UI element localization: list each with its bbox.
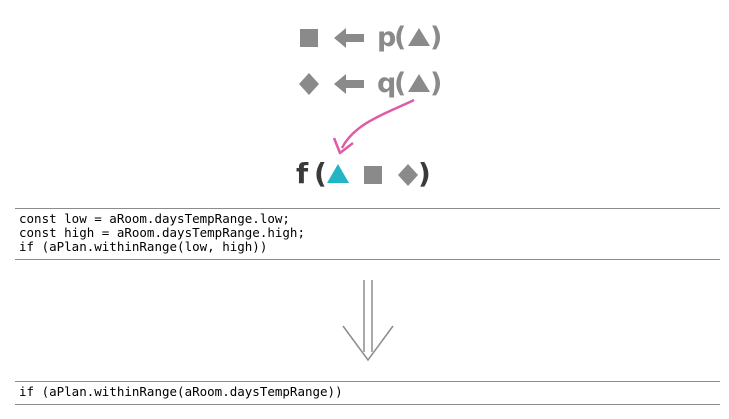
left-arrow-icon: [334, 74, 364, 94]
code-after-box: if (aPlan.withinRange(aRoom.daysTempRang…: [15, 381, 720, 405]
f-function-label: f: [296, 157, 309, 190]
code-line: const high = aRoom.daysTempRange.high;: [19, 225, 305, 240]
code-line: if (aPlan.withinRange(aRoom.daysTempRang…: [19, 384, 343, 399]
left-arrow-icon: [334, 28, 364, 48]
q-function-label: q: [377, 68, 396, 99]
open-paren: (: [314, 157, 327, 190]
diamond-icon: [398, 164, 418, 186]
double-down-arrow-icon: [342, 280, 394, 362]
open-paren: (: [394, 68, 406, 99]
diamond-icon: [299, 73, 319, 95]
triangle-icon: [408, 74, 430, 92]
open-paren: (: [394, 22, 406, 53]
close-paren: ): [418, 157, 431, 190]
p-function-label: p: [377, 22, 396, 53]
close-paren: ): [430, 68, 442, 99]
refactoring-diagram: p ( ) q ( ) f ( ): [296, 22, 442, 190]
triangle-icon: [408, 28, 430, 46]
code-line: const low = aRoom.daysTempRange.low;: [19, 211, 290, 226]
close-paren: ): [430, 22, 442, 53]
code-before-box: const low = aRoom.daysTempRange.low; con…: [15, 208, 720, 260]
square-icon: [364, 166, 382, 184]
code-line: if (aPlan.withinRange(low, high)): [19, 239, 268, 254]
curved-arrow-icon: [332, 98, 415, 155]
triangle-icon: [327, 164, 349, 183]
square-icon: [300, 29, 318, 47]
